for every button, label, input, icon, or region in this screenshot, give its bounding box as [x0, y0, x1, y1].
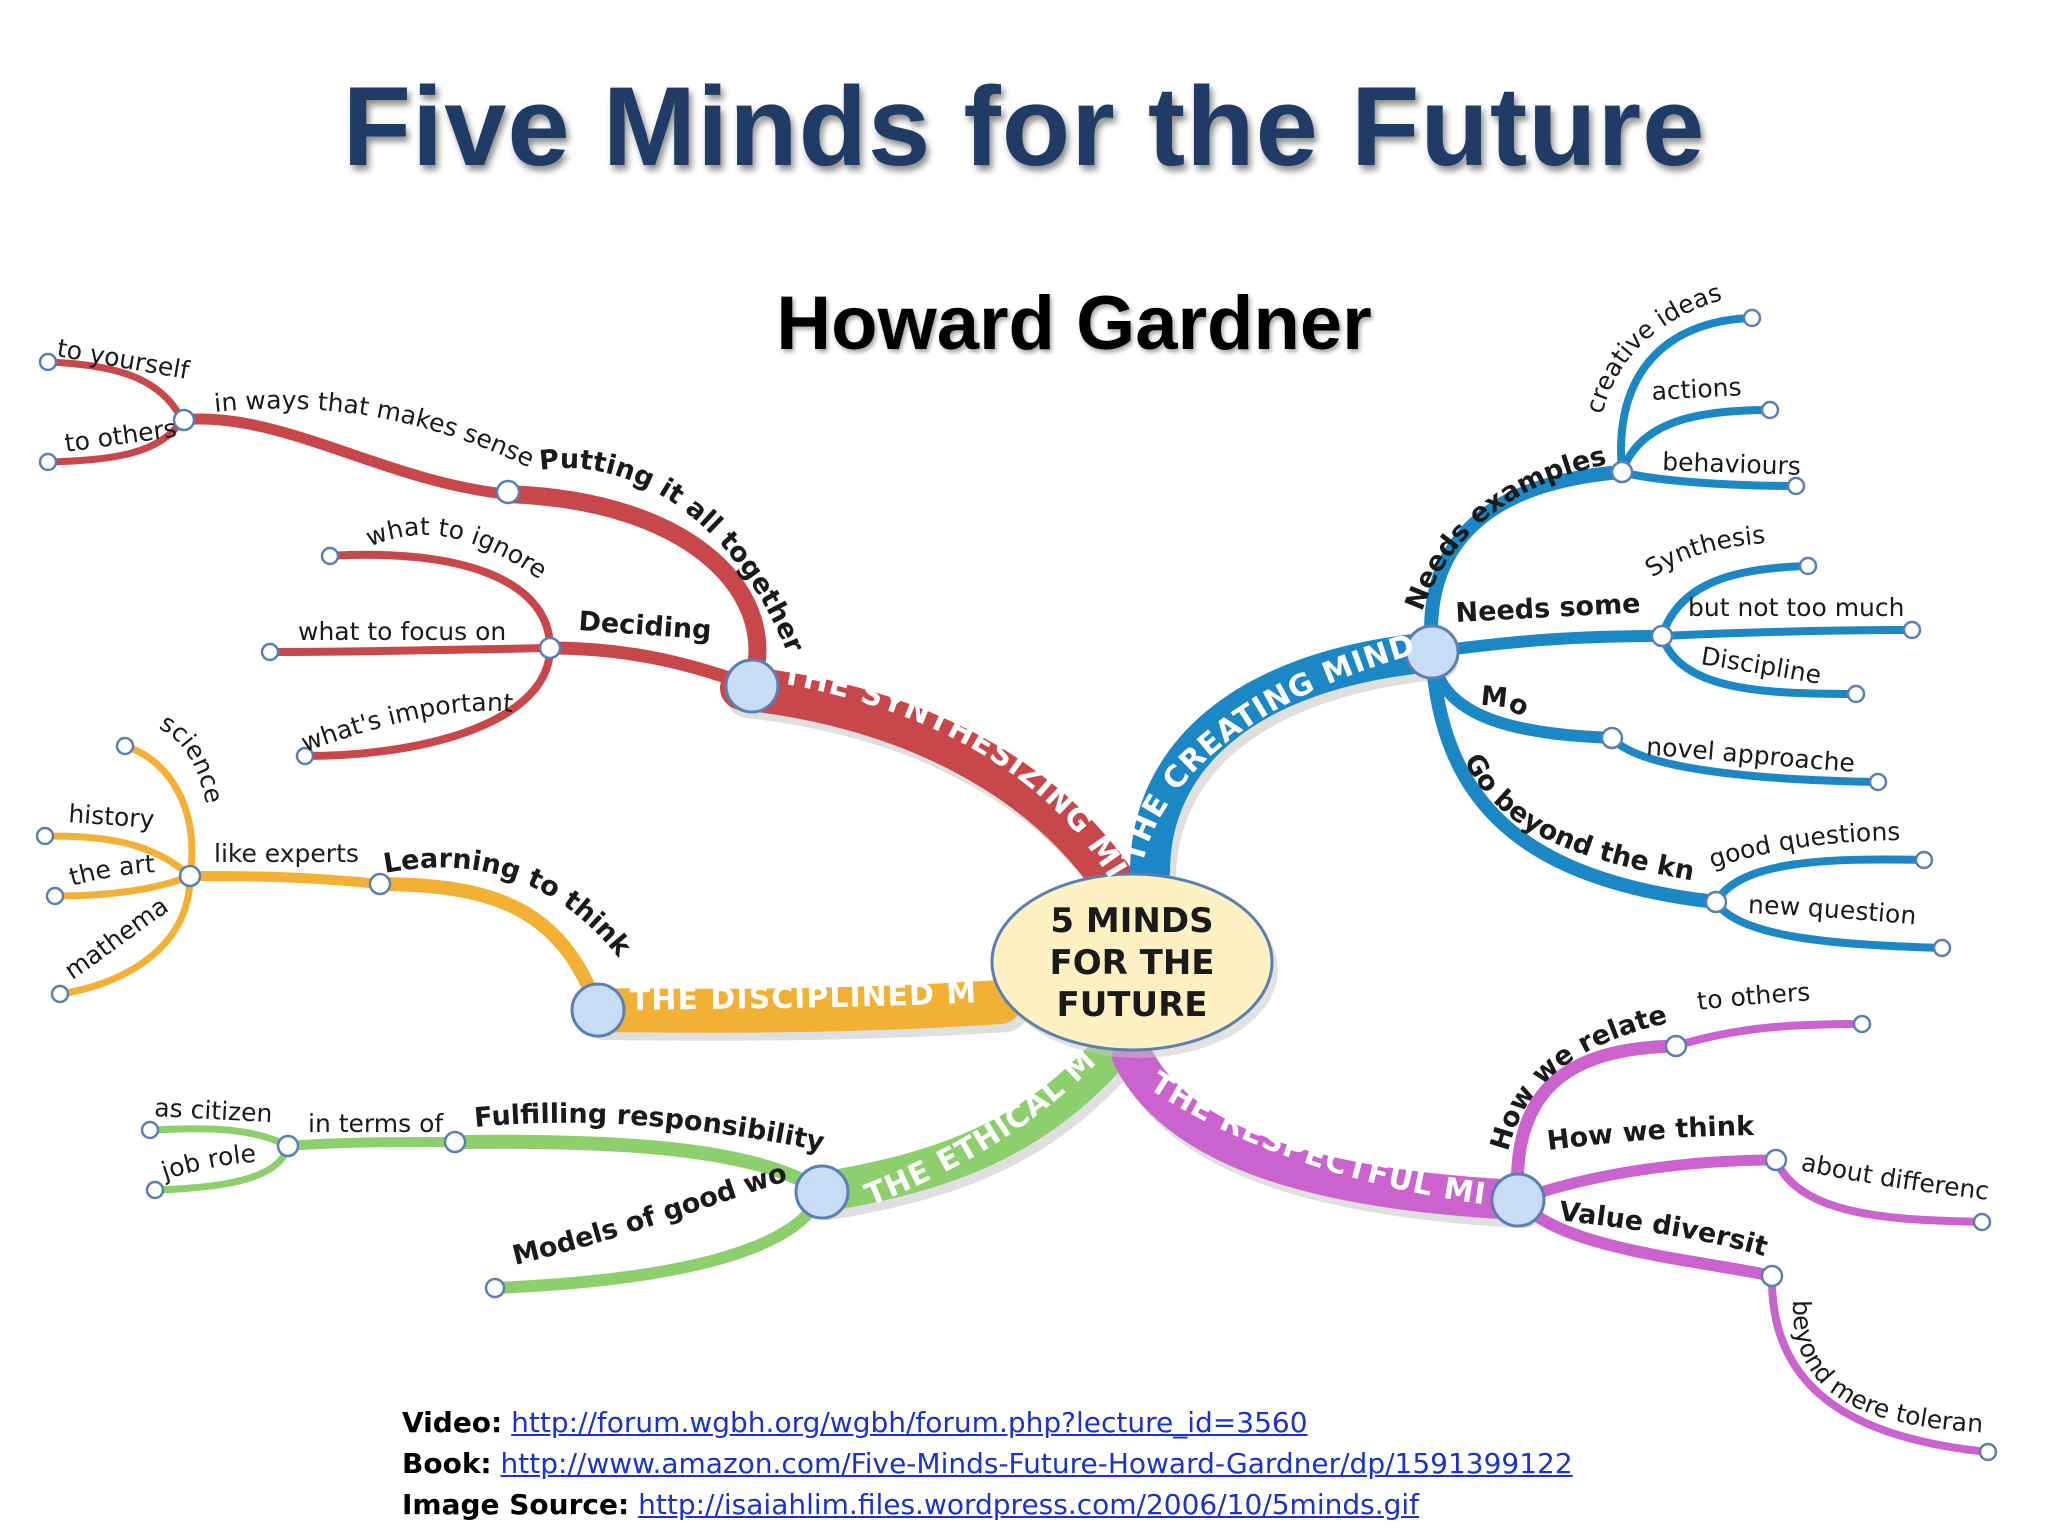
as-citizen-label: as citizen — [154, 1093, 273, 1128]
svg-text:Value diversity: Value diversity — [0, 0, 1771, 1263]
leaf-nodes — [35, 308, 1998, 1462]
video-ref-label: Video: — [402, 1406, 503, 1439]
synthesizing-hub — [724, 658, 780, 714]
respectful-hub — [1490, 1172, 1546, 1228]
svg-text:what to ignore: what to ignore — [362, 512, 553, 585]
svg-text:Go beyond the known: Go beyond the known — [0, 0, 1697, 887]
disciplined-hub — [570, 982, 626, 1038]
but-not-too-much-label: but not too much — [1688, 593, 1904, 622]
how-we-think-label: How we think — [1545, 1111, 1755, 1157]
value-diversity-label: Value diversity — [0, 0, 1771, 1263]
to-others-respectful-label: to others — [1695, 977, 1810, 1016]
center-label-line1: 5 MINDS — [1050, 901, 1213, 941]
deciding-label: Deciding — [578, 606, 713, 646]
respectful-main-branch — [1112, 1036, 1538, 1220]
svg-text:science: science — [155, 708, 229, 806]
ethical-hub — [794, 1164, 850, 1220]
svg-text:to others: to others — [1695, 977, 1810, 1016]
respectful-branch — [1112, 1020, 1992, 1456]
behaviours-label: behaviours — [1662, 447, 1802, 481]
ethical-main-branch — [802, 1032, 1130, 1212]
in-terms-of-label: in terms of — [308, 1109, 444, 1138]
go-beyond-the-known-label: Go beyond the known — [0, 0, 1697, 887]
image-source-link[interactable]: http://isaiahlim.files.wordpress.com/200… — [638, 1488, 1420, 1521]
ethical-branch — [146, 1032, 1136, 1294]
actions-label: actions — [1651, 372, 1742, 406]
references: Video: http://forum.wgbh.org/wgbh/forum.… — [402, 1402, 1573, 1525]
like-experts-label: like experts — [214, 839, 359, 868]
center-label-line3: FUTURE — [1056, 985, 1207, 1025]
book-ref: Book: http://www.amazon.com/Five-Minds-F… — [402, 1443, 1573, 1484]
video-ref: Video: http://forum.wgbh.org/wgbh/forum.… — [402, 1402, 1573, 1443]
what-to-ignore-label: what to ignore — [362, 512, 553, 585]
source-ref: Image Source: http://isaiahlim.files.wor… — [402, 1484, 1573, 1525]
synthesizing-main-branch — [720, 666, 1140, 910]
disciplined-main-branch — [576, 980, 1022, 1033]
synthesizing-branch — [46, 358, 1146, 918]
needs-some-label: Needs some — [1455, 588, 1641, 629]
center-label-line2: FOR THE — [1049, 943, 1214, 983]
source-ref-label: Image Source: — [402, 1488, 630, 1521]
video-link[interactable]: http://forum.wgbh.org/wgbh/forum.php?lec… — [511, 1406, 1308, 1439]
creating-hub — [1404, 624, 1460, 680]
book-link[interactable]: http://www.amazon.com/Five-Minds-Future-… — [500, 1447, 1573, 1480]
center-node — [990, 872, 1274, 1052]
disciplined-branch — [41, 742, 1028, 1041]
creating-mind-label: THE CREATING MIND — [1116, 628, 1418, 867]
book-ref-label: Book: — [402, 1447, 492, 1480]
what-to-focus-on-label: what to focus on — [298, 617, 506, 646]
creating-main-branch — [1130, 632, 1452, 892]
svg-text:How we think: How we think — [1545, 1111, 1755, 1157]
to-others-label: to others — [63, 414, 179, 458]
science-label: science — [155, 708, 229, 806]
page-subtitle: Howard Gardner — [776, 281, 1372, 366]
history-label: history — [68, 799, 156, 834]
junction-nodes — [172, 408, 1788, 1288]
creating-branch — [1130, 314, 1946, 952]
svg-text:THE CREATING MIND: THE CREATING MIND — [1116, 628, 1419, 867]
page-title: Five Minds for the Future — [342, 64, 1706, 189]
